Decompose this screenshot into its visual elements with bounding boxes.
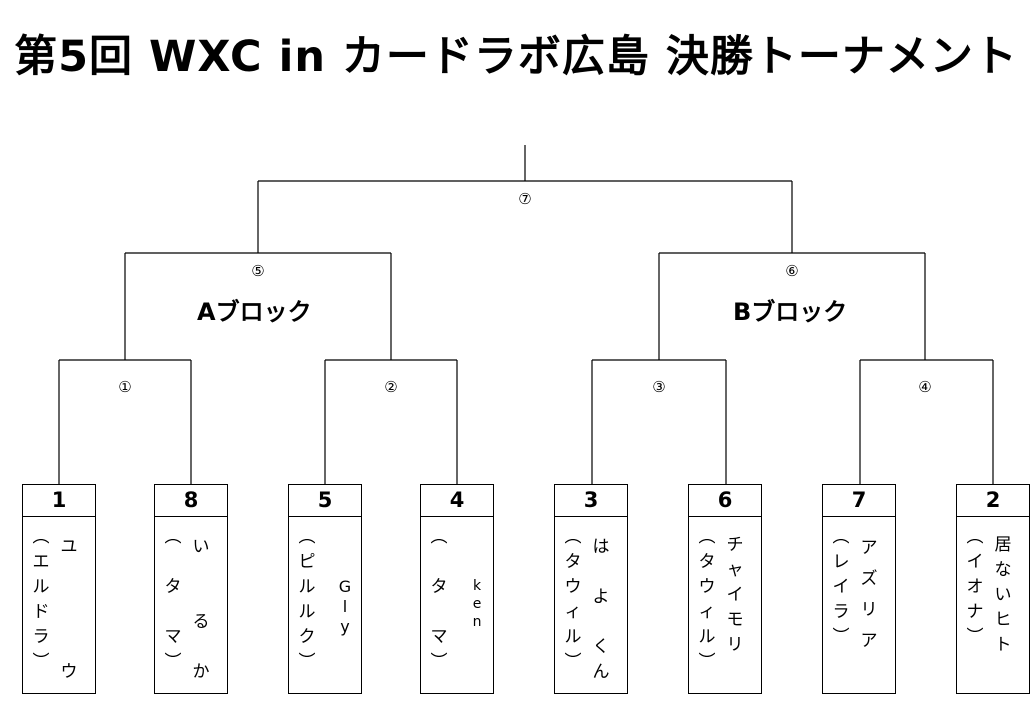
seed-number: 4 <box>421 485 493 517</box>
seed-number: 5 <box>289 485 361 517</box>
player-team: ︵ ピ ル ル ク ︶ <box>298 527 316 672</box>
match-3-label: ③ <box>652 378 666 396</box>
block-a-label: Aブロック <box>197 298 312 326</box>
player-box: 4 ︵ タ マ ︶ k e n <box>420 484 494 694</box>
player-team: ︵ タ ウ ィ ル ︶ <box>564 527 582 672</box>
seed-number: 3 <box>555 485 627 517</box>
player-name: k e n <box>472 578 482 630</box>
match-2-label: ② <box>384 378 398 396</box>
quarter-2-connector <box>324 359 458 485</box>
quarter-4-connector <box>859 359 994 485</box>
match-6-label: ⑥ <box>785 262 799 280</box>
semi-b-connector <box>658 252 926 360</box>
player-name: チ ャ イ モ リ <box>726 535 744 655</box>
final-connector <box>257 145 793 253</box>
player-name: ユ ウ <box>60 537 78 682</box>
player-team: ︵ レ イ ラ ︶ <box>832 527 850 647</box>
match-1-label: ① <box>118 378 132 396</box>
player-team: ︵ タ マ ︶ <box>430 527 448 672</box>
block-b-label: Bブロック <box>733 298 848 326</box>
seed-number: 1 <box>23 485 95 517</box>
seed-number: 7 <box>823 485 895 517</box>
player-team: ︵ エ ル ド ラ ︶ <box>32 527 50 672</box>
player-box: 7 ︵ レ イ ラ ︶ ア ズ リ ア <box>822 484 896 694</box>
quarter-3-connector <box>591 359 727 485</box>
player-box: 5 ︵ ピ ル ル ク ︶ G l y <box>288 484 362 694</box>
player-name: G l y <box>338 577 352 636</box>
player-name: い る か <box>192 537 210 682</box>
seed-number: 8 <box>155 485 227 517</box>
player-name: ア ズ リ ア <box>860 538 878 651</box>
semi-a-connector <box>124 252 392 360</box>
player-box: 1 ︵ エ ル ド ラ ︶ ユ ウ <box>22 484 96 694</box>
player-team: ︵ タ マ ︶ <box>164 527 182 672</box>
tournament-title: 第5回 WXC in カードラボ広島 決勝トーナメント <box>14 32 1018 82</box>
player-box: 3 ︵ タ ウ ィ ル ︶ は よ く ん <box>554 484 628 694</box>
match-5-label: ⑤ <box>251 262 265 280</box>
player-box: 6 ︵ タ ウ ィ ル ︶ チ ャ イ モ リ <box>688 484 762 694</box>
match-7-label: ⑦ <box>518 190 532 208</box>
seed-number: 6 <box>689 485 761 517</box>
quarter-1-connector <box>58 359 192 485</box>
player-box: 8 ︵ タ マ ︶ い る か <box>154 484 228 694</box>
seed-number: 2 <box>957 485 1029 517</box>
player-team: ︵ イ オ ナ ︶ <box>966 527 984 647</box>
player-name: は よ く ん <box>592 537 610 682</box>
player-box: 2 ︵ イ オ ナ ︶ 居 な い ヒ ト <box>956 484 1030 694</box>
player-team: ︵ タ ウ ィ ル ︶ <box>698 527 716 672</box>
match-4-label: ④ <box>918 378 932 396</box>
player-name: 居 な い ヒ ト <box>994 535 1012 655</box>
